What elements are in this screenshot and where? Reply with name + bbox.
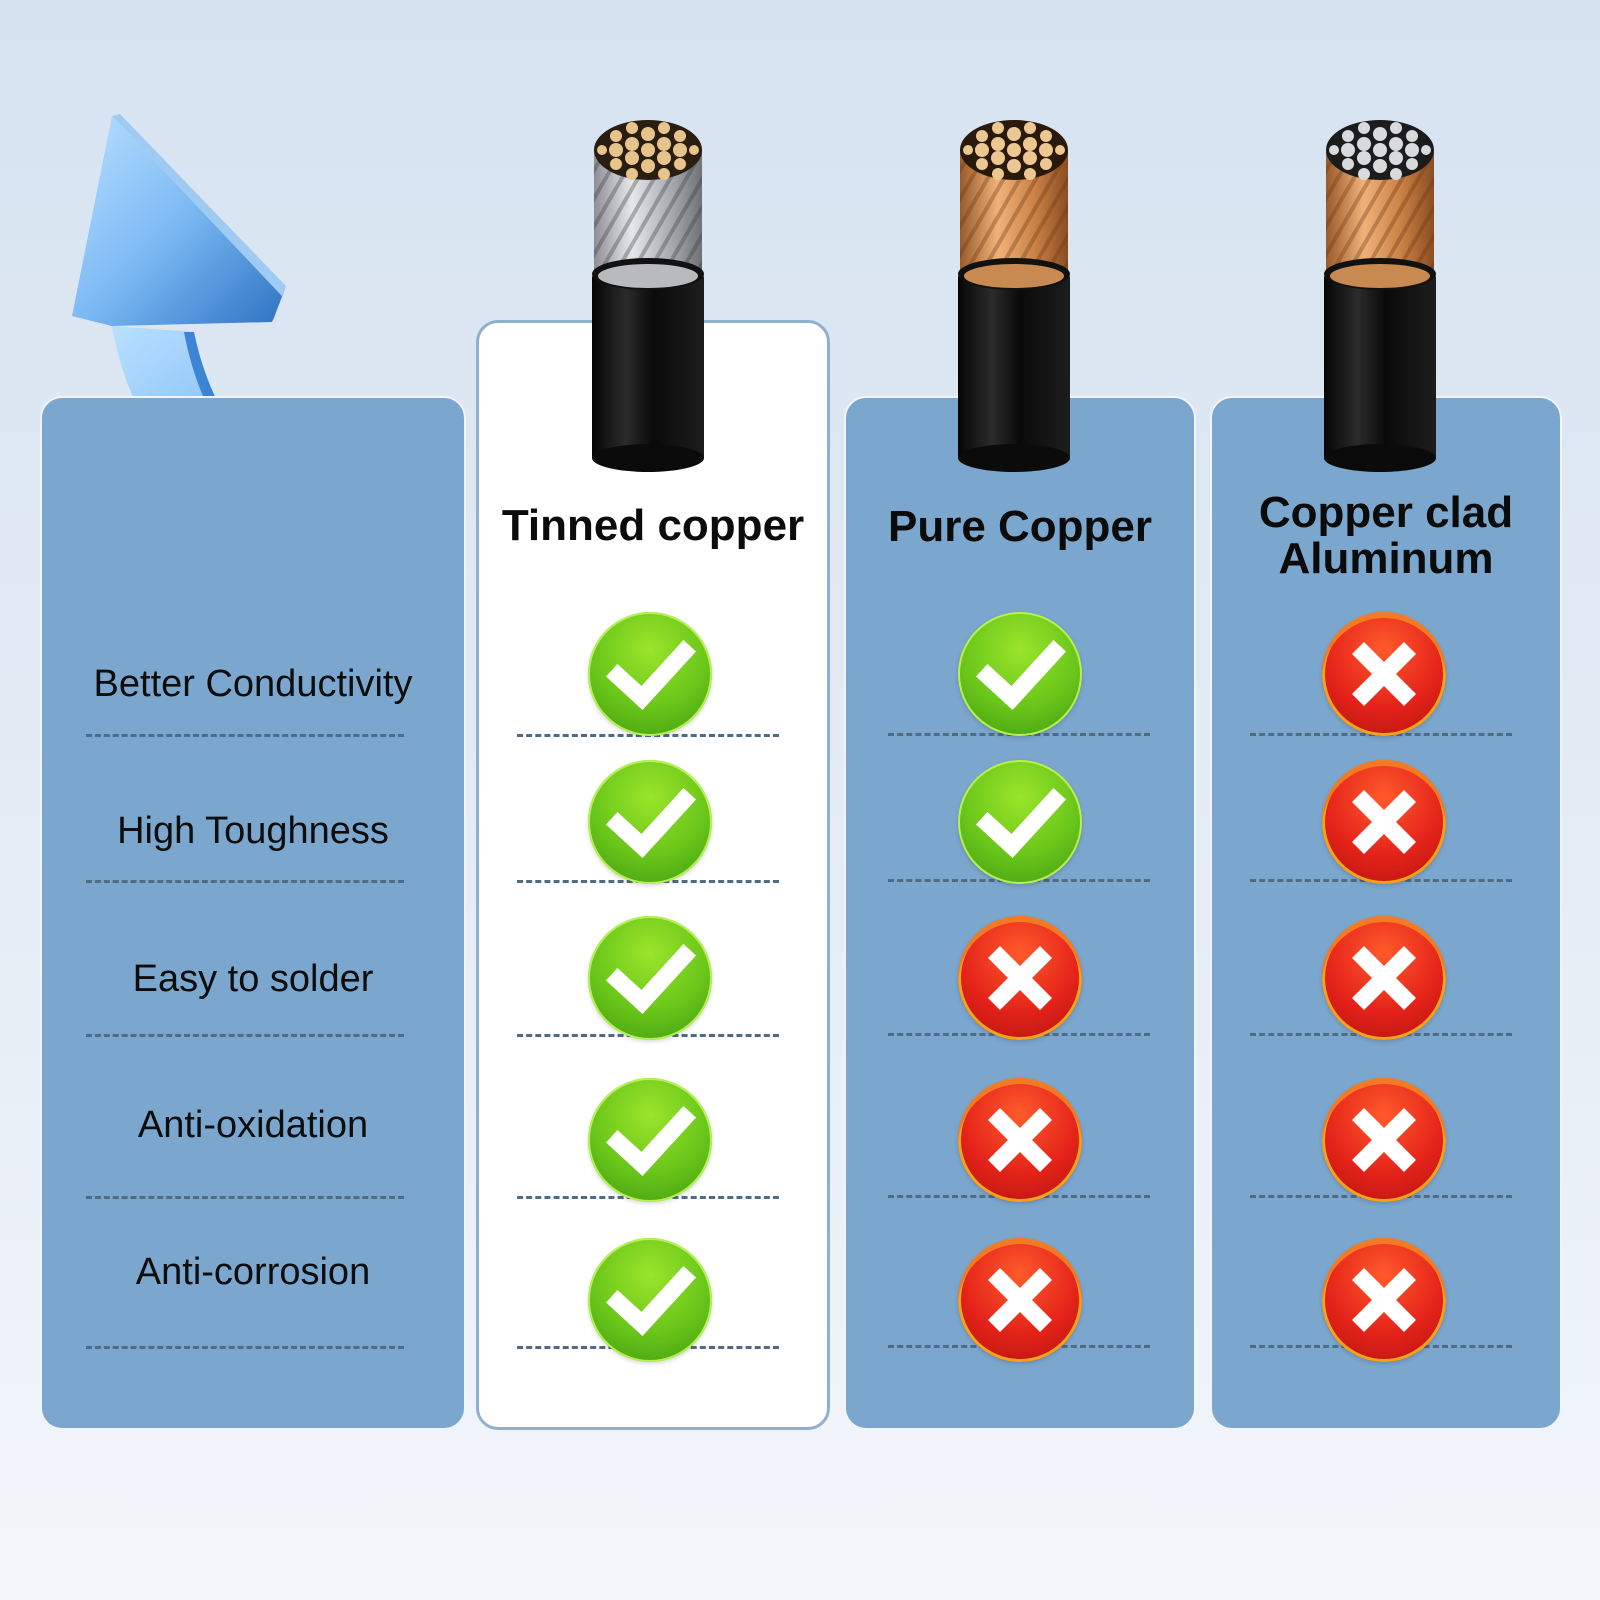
feature-label-oxidation: Anti-oxidation (137, 1104, 369, 1146)
check-circle-icon (588, 612, 712, 736)
feature-label-solder: Easy to solder (132, 958, 374, 1000)
x-circle-icon (1322, 1238, 1446, 1362)
x-circle-icon (958, 1078, 1082, 1202)
column-title-cca-line1: Copper clad (1258, 488, 1514, 537)
column-title-cca-line2: Aluminum (1278, 534, 1494, 583)
features-panel: Better Conductivity High Toughness Easy … (40, 396, 466, 1430)
row-divider (86, 880, 404, 883)
x-circle-icon (1322, 612, 1446, 736)
check-circle-icon (588, 1238, 712, 1362)
x-circle-icon (1322, 916, 1446, 1040)
x-circle-icon (958, 1238, 1082, 1362)
check-circle-icon (958, 760, 1082, 884)
check-circle-icon (588, 760, 712, 884)
column-title-pure-copper: Pure Copper (887, 502, 1153, 551)
feature-label-corrosion: Anti-corrosion (135, 1251, 371, 1293)
pure-copper-cable-icon (958, 120, 1070, 472)
row-divider (86, 734, 404, 737)
copper-clad-aluminum-cable-icon (1324, 120, 1436, 472)
row-divider (86, 1346, 404, 1349)
tinned-copper-cable-icon (592, 120, 704, 472)
x-circle-icon (1322, 760, 1446, 884)
row-divider (86, 1196, 404, 1199)
x-circle-icon (1322, 1078, 1446, 1202)
check-circle-icon (958, 612, 1082, 736)
x-circle-icon (958, 916, 1082, 1040)
check-circle-icon (588, 1078, 712, 1202)
check-circle-icon (588, 916, 712, 1040)
feature-label-toughness: High Toughness (117, 810, 389, 852)
column-title-tinned-copper: Tinned copper (501, 501, 805, 550)
feature-label-conductivity: Better Conductivity (93, 663, 413, 705)
row-divider (86, 1034, 404, 1037)
